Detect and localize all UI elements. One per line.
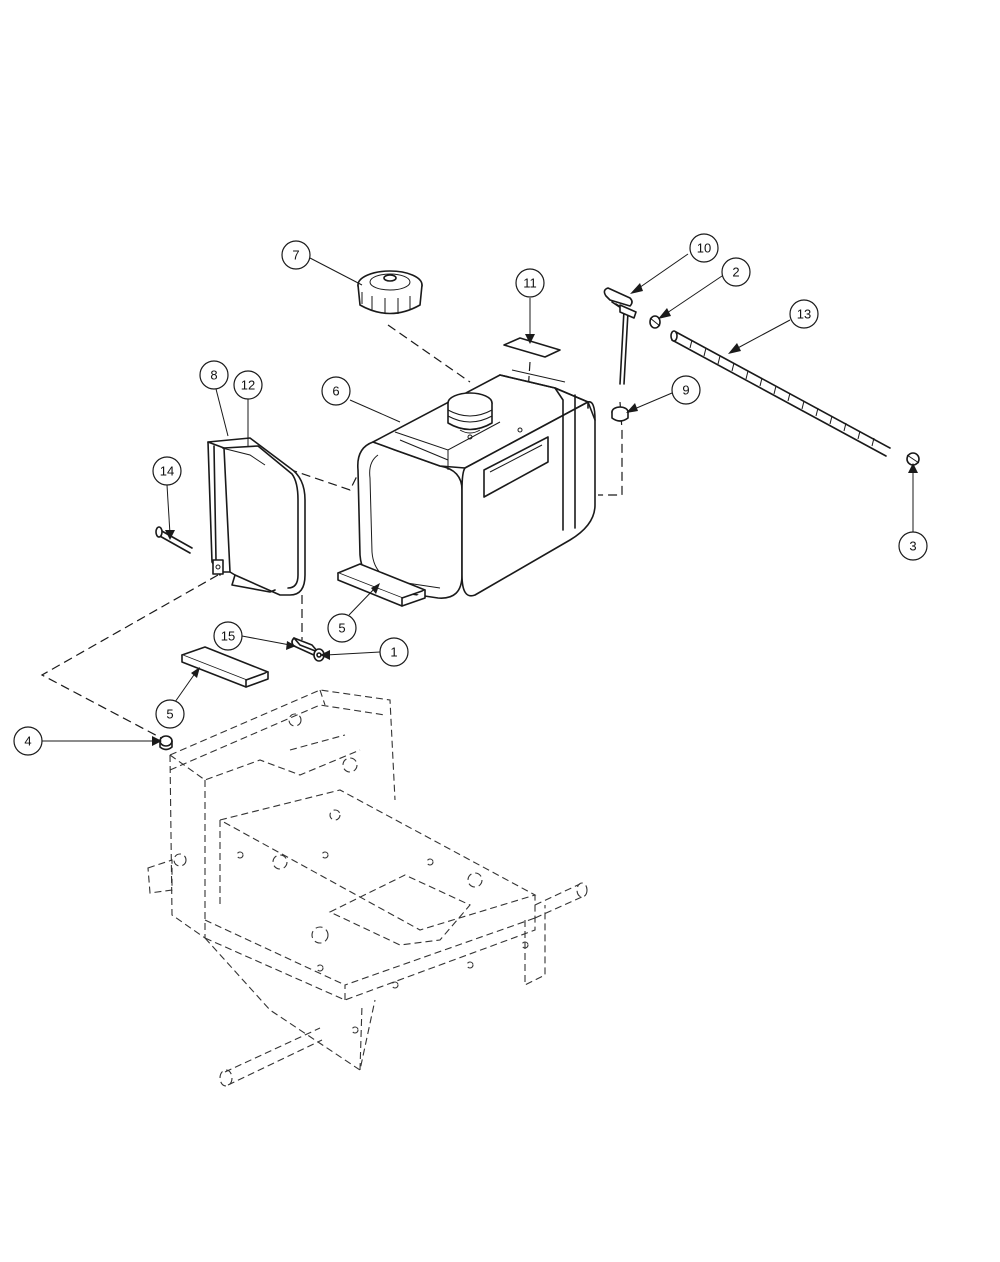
pad-lower <box>181 646 269 688</box>
callout-15: 15 <box>213 621 243 651</box>
callout-5-lower-label: 5 <box>166 707 173 722</box>
fuel-tank <box>356 369 596 599</box>
fitting <box>291 637 325 662</box>
clamp-frame <box>159 735 173 751</box>
decal-label <box>503 337 561 358</box>
callout-7-label: 7 <box>292 248 299 263</box>
callout-12-label: 12 <box>241 378 255 393</box>
callout-7: 7 <box>281 240 311 270</box>
callout-14-label: 14 <box>160 464 174 479</box>
callout-13-label: 13 <box>797 307 811 322</box>
fuel-pickup <box>603 287 637 385</box>
grommet <box>611 406 629 422</box>
callout-13: 13 <box>789 299 819 329</box>
callout-5-upper: 5 <box>327 613 357 643</box>
callout-9-label: 9 <box>682 383 689 398</box>
callout-10-label: 10 <box>697 241 711 256</box>
callout-4-label: 4 <box>24 734 31 749</box>
callout-11-label: 11 <box>523 276 537 291</box>
callout-9: 9 <box>671 375 701 405</box>
callout-2: 2 <box>721 257 751 287</box>
callout-6: 6 <box>321 376 351 406</box>
hold-down-strap <box>207 437 306 596</box>
hose-clamp-upper <box>649 315 661 329</box>
callout-3-label: 3 <box>909 539 916 554</box>
callout-2-label: 2 <box>732 265 739 280</box>
callout-10: 10 <box>689 233 719 263</box>
callout-3: 3 <box>898 531 928 561</box>
callout-11: 11 <box>515 268 545 298</box>
callout-6-label: 6 <box>332 384 339 399</box>
mower-frame-phantom <box>147 689 588 1087</box>
callout-8-label: 8 <box>210 368 217 383</box>
callout-14: 14 <box>152 456 182 486</box>
callout-4: 4 <box>13 726 43 756</box>
callout-leaders <box>42 253 918 746</box>
callout-12: 12 <box>233 370 263 400</box>
callout-5-upper-label: 5 <box>338 621 345 636</box>
callout-1: 1 <box>379 637 409 667</box>
callout-8: 8 <box>199 360 229 390</box>
callout-5-lower: 5 <box>155 699 185 729</box>
bolt <box>155 526 193 554</box>
fuel-cap <box>357 270 423 315</box>
pad-upper <box>337 563 426 607</box>
callout-1-label: 1 <box>390 645 397 660</box>
callout-15-label: 15 <box>221 629 235 644</box>
fuel-line <box>670 330 891 457</box>
